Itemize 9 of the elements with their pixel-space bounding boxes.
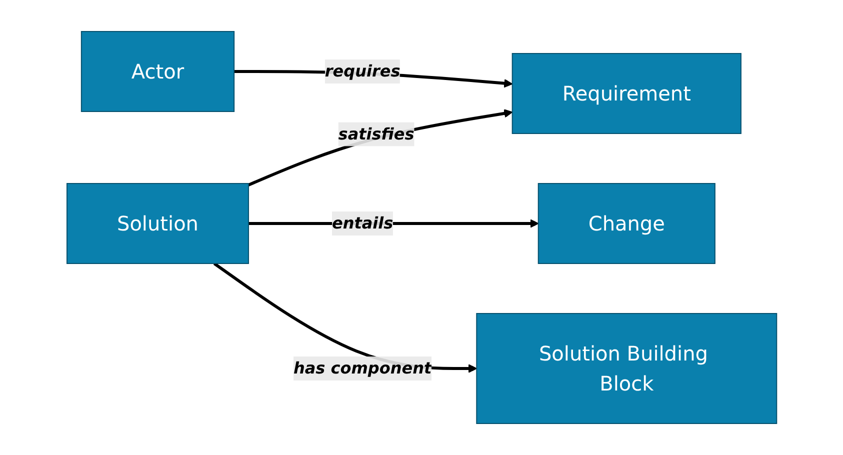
- arrow: [248, 109, 512, 186]
- node-box: Solution: [66, 183, 249, 264]
- edge-label: entails: [332, 214, 393, 232]
- node-box: Solution Building Block: [476, 313, 777, 424]
- node-box: Actor: [80, 31, 234, 112]
- node-box: Requirement: [512, 53, 742, 134]
- edge-label: satisfies: [338, 124, 414, 144]
- node-box: Change: [538, 183, 716, 264]
- edge-label: requires: [324, 62, 400, 80]
